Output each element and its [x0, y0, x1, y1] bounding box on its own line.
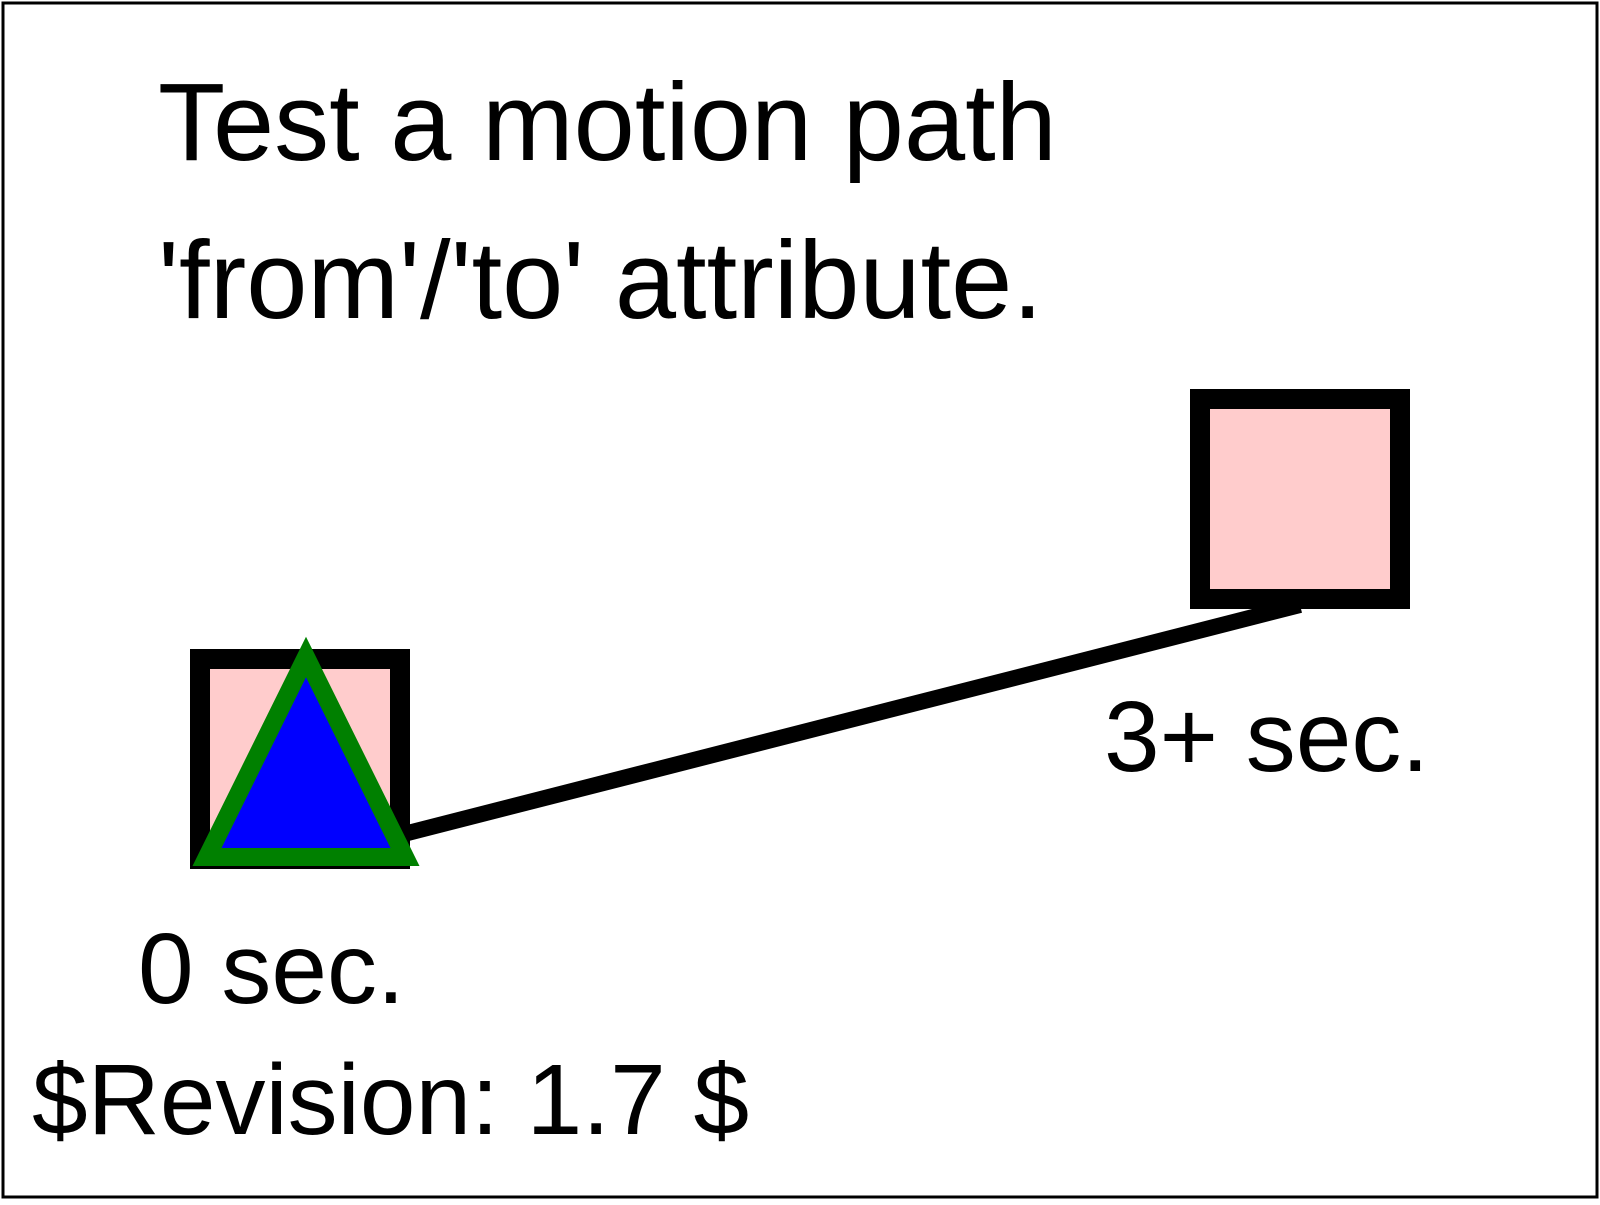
moving-triangle [192, 636, 420, 866]
start-time-label: 0 sec. [138, 913, 405, 1025]
end-time-label: 3+ sec. [1104, 681, 1429, 793]
revision-label: $Revision: 1.7 $ [32, 1044, 749, 1156]
title-line-2: 'from'/'to' attribute. [158, 219, 1043, 342]
title-line-1: Test a motion path [158, 61, 1057, 184]
motion-path-line [398, 597, 1302, 843]
end-marker-square [1190, 389, 1410, 609]
